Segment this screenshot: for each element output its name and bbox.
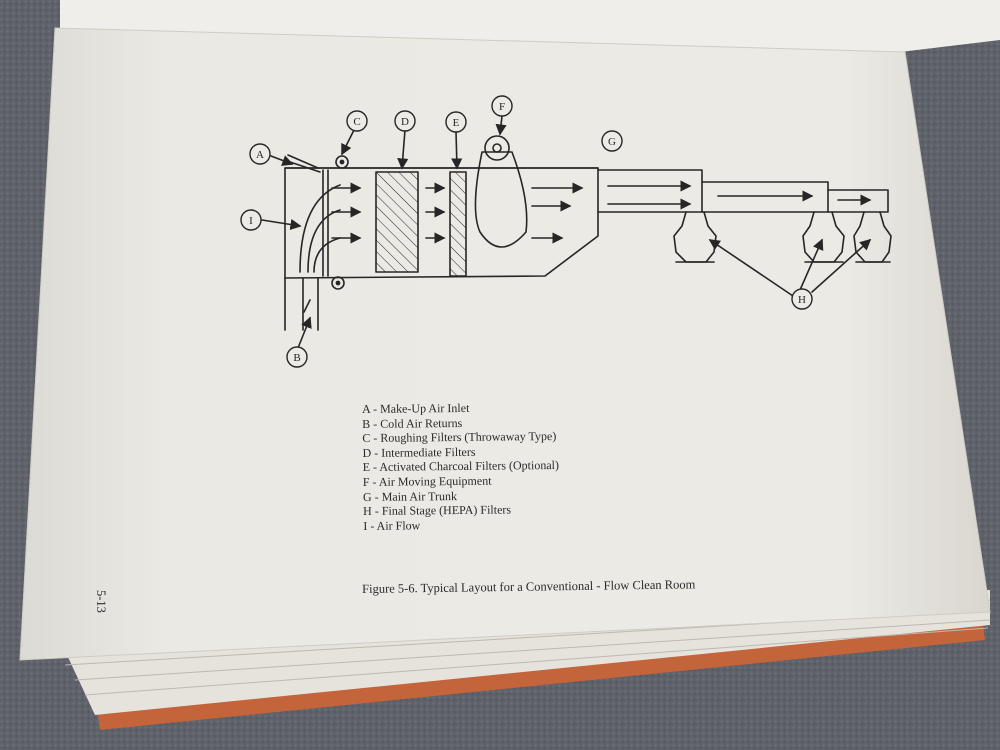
callout-d-circle [394, 110, 416, 132]
callout-h-circle [791, 288, 813, 310]
callout-i-circle [240, 209, 262, 231]
figure-legend: A - Make-Up Air Inlet B - Cold Air Retur… [362, 399, 683, 534]
callout-b-circle [286, 346, 308, 368]
callout-i-label: I [249, 215, 253, 227]
callout-g-label: G [608, 136, 616, 148]
page-number: 5-13 [94, 590, 108, 613]
callout-c-label: C [353, 116, 360, 128]
hepa-unit [673, 211, 717, 263]
callout-g-circle [601, 130, 623, 152]
book-page [19, 27, 991, 661]
callout-b-label: B [293, 352, 300, 364]
callout-a-circle [249, 143, 271, 165]
callout-h-label: H [798, 294, 806, 306]
callout-f-label: F [499, 101, 505, 113]
hepa-unit [802, 211, 845, 263]
hepa-unit [853, 211, 892, 263]
callout-c-circle [346, 110, 368, 132]
callout-e-circle [445, 111, 467, 133]
callout-f-circle [491, 95, 513, 117]
callout-a-label: A [256, 149, 264, 161]
callout-e-label: E [453, 117, 460, 129]
callout-d-label: D [401, 116, 409, 128]
clean-room-diagram [261, 115, 892, 349]
book [19, 0, 1000, 730]
